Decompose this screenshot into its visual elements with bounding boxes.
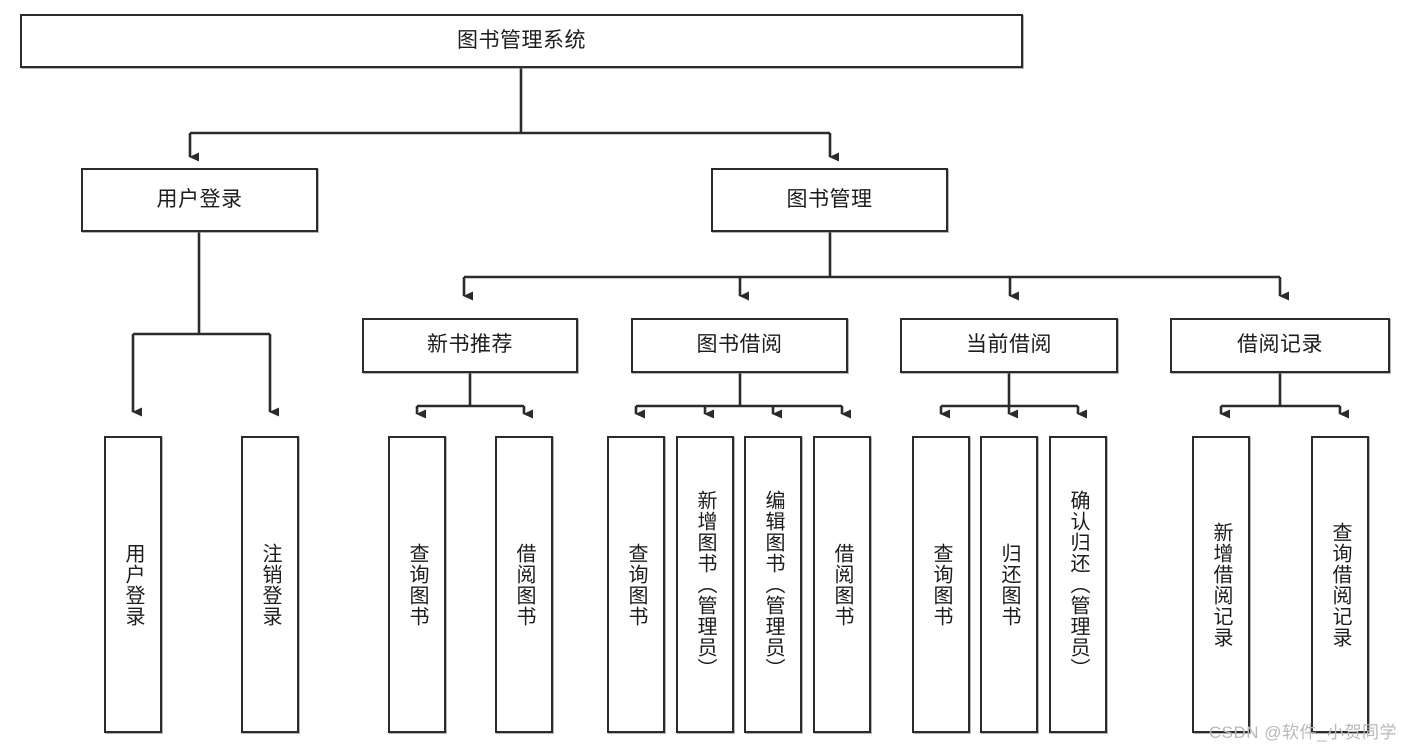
node-new-book-rec[interactable]: 新书推荐 [362, 318, 578, 373]
leaf-query-book-1-label: 查询图书 [406, 542, 428, 627]
leaf-borrow-book-2[interactable]: 借阅图书 [813, 436, 871, 733]
node-book-borrow-label: 图书借阅 [696, 333, 783, 357]
leaf-edit-book[interactable]: 编辑图书（管理员） [744, 436, 802, 733]
node-current-borrow-label: 当前借阅 [966, 333, 1052, 357]
leaf-logout-login-label: 注销登录 [259, 542, 281, 627]
leaf-add-record-label: 新增借阅记录 [1210, 521, 1232, 648]
leaf-add-book-label: 新增图书（管理员） [694, 490, 716, 679]
leaf-query-book-1[interactable]: 查询图书 [388, 436, 446, 733]
leaf-edit-book-label: 编辑图书（管理员） [762, 490, 784, 679]
leaf-query-record[interactable]: 查询借阅记录 [1311, 436, 1369, 733]
leaf-logout-login[interactable]: 注销登录 [241, 436, 299, 733]
node-user-login[interactable]: 用户登录 [81, 168, 318, 232]
leaf-borrow-book-1-label: 借阅图书 [513, 542, 535, 627]
leaf-borrow-book-2-label: 借阅图书 [831, 542, 853, 627]
node-root[interactable]: 图书管理系统 [20, 14, 1023, 68]
leaf-query-book-2-label: 查询图书 [625, 542, 647, 627]
leaf-add-book[interactable]: 新增图书（管理员） [676, 436, 734, 733]
leaf-confirm-return-label: 确认归还（管理员） [1067, 490, 1089, 679]
node-new-book-rec-label: 新书推荐 [427, 333, 513, 357]
leaf-borrow-book-1[interactable]: 借阅图书 [495, 436, 553, 733]
leaf-query-record-label: 查询借阅记录 [1329, 521, 1351, 648]
leaf-return-book[interactable]: 归还图书 [980, 436, 1038, 733]
leaf-return-book-label: 归还图书 [998, 542, 1020, 627]
node-user-login-label: 用户登录 [156, 187, 243, 211]
leaf-user-login[interactable]: 用户登录 [104, 436, 162, 733]
node-borrow-record-label: 借阅记录 [1237, 333, 1323, 357]
node-borrow-record[interactable]: 借阅记录 [1170, 318, 1390, 373]
leaf-query-book-2[interactable]: 查询图书 [607, 436, 665, 733]
leaf-query-book-3-label: 查询图书 [930, 542, 952, 627]
leaf-confirm-return[interactable]: 确认归还（管理员） [1049, 436, 1107, 733]
node-current-borrow[interactable]: 当前借阅 [900, 318, 1118, 373]
node-book-manage[interactable]: 图书管理 [711, 168, 948, 232]
node-root-label: 图书管理系统 [457, 28, 586, 52]
node-book-manage-label: 图书管理 [786, 187, 873, 211]
node-book-borrow[interactable]: 图书借阅 [631, 318, 848, 373]
leaf-add-record[interactable]: 新增借阅记录 [1192, 436, 1250, 733]
leaf-user-login-label: 用户登录 [122, 542, 144, 627]
leaf-query-book-3[interactable]: 查询图书 [912, 436, 970, 733]
